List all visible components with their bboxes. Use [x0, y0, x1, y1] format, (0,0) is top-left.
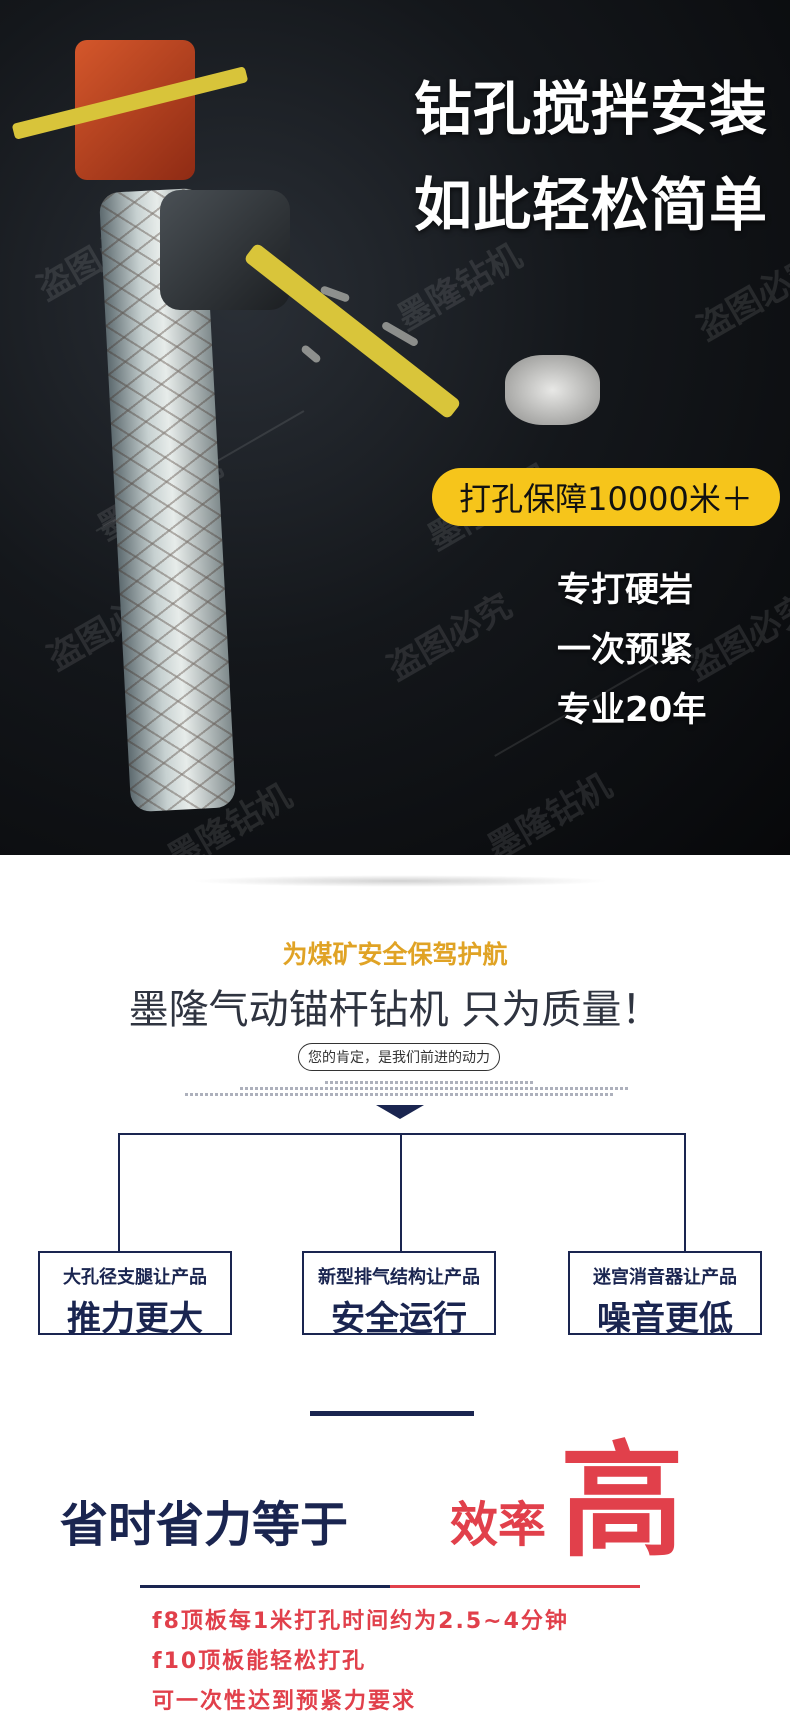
benefit-subtitle: 大孔径支腿让产品 — [63, 1267, 207, 1288]
benefit-title: 推力更大 — [67, 1299, 203, 1339]
efficiency-lead-text: 省时省力等于 — [60, 1497, 349, 1553]
product-intro-section: 为煤矿安全保驾护航 墨隆气动锚杆钻机 只为质量！ 您的肯定，是我们前进的动力 大… — [0, 855, 790, 1732]
spec-line-pretension: 可一次性达到预紧力要求 — [152, 1689, 417, 1714]
section-divider — [310, 1411, 474, 1416]
worker-glove — [505, 355, 600, 425]
connector-line — [684, 1133, 686, 1253]
drilling-guarantee-badge: 打孔保障10000米＋ — [432, 468, 780, 526]
hero-banner: 盗图必究 墨隆钻机 盗图必究 盗图必究 墨隆钻机 盗图必究 墨隆钻机 盗图必究 … — [0, 0, 790, 855]
benefit-subtitle: 迷宫消音器让产品 — [593, 1267, 737, 1288]
hero-title-line1: 钻孔搅拌安装 — [413, 75, 768, 143]
motto-pill: 您的肯定，是我们前进的动力 — [298, 1043, 500, 1071]
fine-print-line — [325, 1081, 535, 1084]
section-shadow — [190, 875, 610, 887]
reflective-stripe — [300, 343, 322, 365]
benefit-title: 安全运行 — [331, 1299, 467, 1339]
drill-control-arm — [243, 242, 462, 420]
feature-one-time-pretension: 一次预紧 — [557, 630, 693, 670]
efficiency-label: 效率 — [450, 1497, 547, 1553]
benefit-subtitle: 新型排气结构让产品 — [318, 1267, 480, 1288]
watermark-text: 墨隆钻机 — [480, 766, 619, 855]
section-headline: 墨隆气动锚杆钻机 只为质量！ — [128, 987, 662, 1033]
fine-print-line — [185, 1093, 615, 1096]
benefit-box-safety: 新型排气结构让产品 安全运行 — [302, 1251, 496, 1339]
watermark-text: 盗图必究 — [690, 246, 790, 349]
drill-motor — [160, 190, 290, 310]
benefit-box-noise: 迷宫消音器让产品 噪音更低 — [568, 1251, 762, 1339]
connector-line — [118, 1133, 120, 1253]
fine-print-line — [240, 1087, 630, 1090]
hero-title-line2: 如此轻松简单 — [413, 171, 768, 239]
section-kicker: 为煤矿安全保驾护航 — [282, 940, 508, 969]
watermark-text: 盗图必究 — [380, 586, 519, 689]
watermark-text: 墨隆钻机 — [390, 236, 529, 339]
benefit-box-thrust: 大孔径支腿让产品 推力更大 — [38, 1251, 232, 1339]
accent-underline-navy — [140, 1585, 390, 1588]
benefit-title: 噪音更低 — [597, 1299, 733, 1339]
spec-line-f10: f10顶板能轻松打孔 — [152, 1649, 367, 1674]
spec-line-f8: f8顶板每1米打孔时间约为2.5~4分钟 — [152, 1609, 569, 1634]
watermark-text: 盗图必究 — [680, 586, 790, 689]
feature-hard-rock: 专打硬岩 — [557, 570, 693, 610]
accent-underline — [140, 1585, 640, 1588]
efficiency-high-glyph: 高 — [560, 1430, 685, 1574]
down-arrow-icon — [376, 1105, 424, 1119]
connector-line — [400, 1133, 402, 1253]
feature-20-years: 专业20年 — [557, 690, 707, 730]
